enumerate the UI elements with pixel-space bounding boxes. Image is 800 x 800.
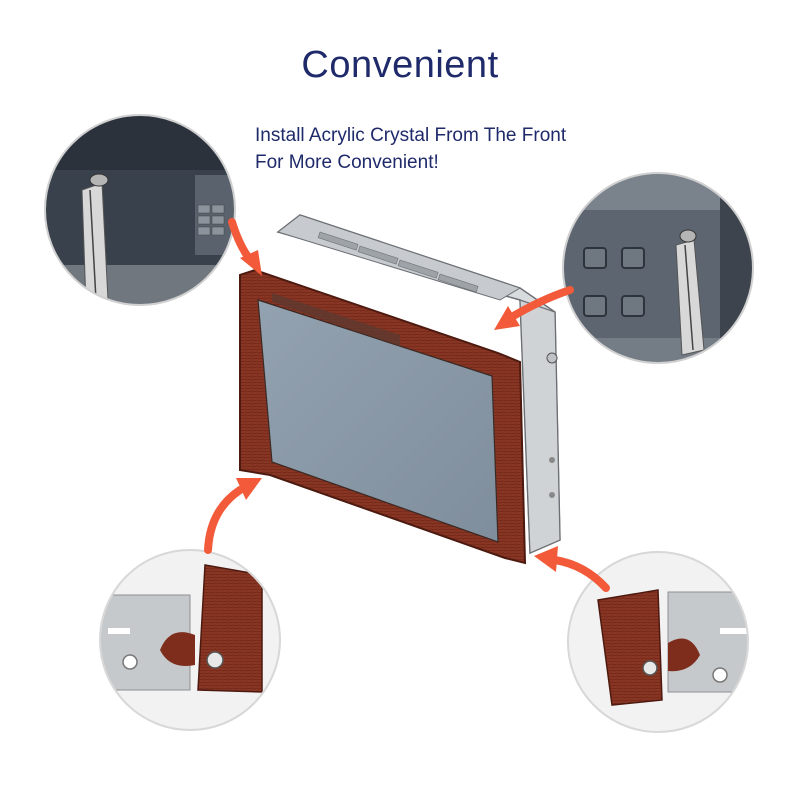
callout-bottom-right xyxy=(567,551,749,733)
page-title: Convenient xyxy=(301,44,499,86)
subtitle: Install Acrylic Crystal From The Front F… xyxy=(255,122,655,176)
arrow-top-left-icon xyxy=(228,218,262,276)
vent-block xyxy=(583,247,645,317)
subtitle-line-2: For More Convenient! xyxy=(255,152,439,173)
housing-top xyxy=(276,214,522,301)
wood-frame-corner xyxy=(597,589,663,706)
fireplace-insert xyxy=(239,214,561,565)
callout-top-left xyxy=(44,114,236,306)
arrow-bottom-right-icon xyxy=(534,546,610,592)
housing-vents xyxy=(317,231,479,293)
acrylic-glass xyxy=(257,299,499,543)
wood-frame-corner xyxy=(197,564,263,693)
hinge-latch xyxy=(668,638,700,672)
hinge-latch xyxy=(160,632,195,666)
callout-top-right xyxy=(562,172,754,364)
arrow-bottom-left-icon xyxy=(204,478,262,554)
frame-grille xyxy=(272,293,400,346)
housing-side xyxy=(519,299,561,554)
callout-bottom-left xyxy=(99,549,281,731)
subtitle-line-1: Install Acrylic Crystal From The Front xyxy=(255,125,567,146)
arrows xyxy=(204,218,610,592)
arrow-top-right-icon xyxy=(494,286,574,330)
